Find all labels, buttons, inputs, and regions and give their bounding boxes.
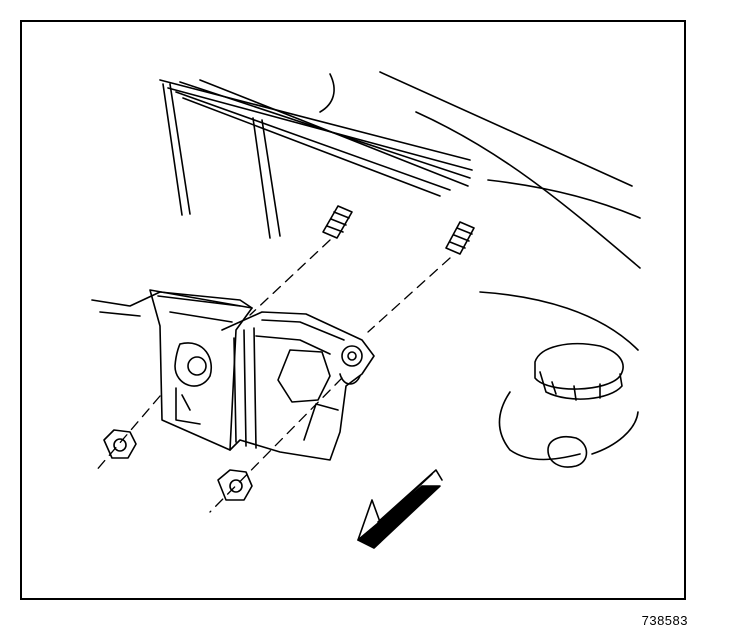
- mounting-stud-left: [322, 205, 353, 239]
- installation-guide-lines: [94, 239, 451, 513]
- mounting-nut-left: [103, 429, 137, 459]
- actuator-module: [91, 289, 375, 461]
- diagram-frame: [20, 20, 686, 600]
- mounting-stud-right: [445, 221, 475, 255]
- figure-id: 738583: [641, 613, 688, 628]
- mounting-nut-right: [217, 469, 253, 501]
- front-direction-arrow-icon: [357, 469, 443, 549]
- vehicle-frame-rails: [159, 71, 641, 351]
- reservoir-cap: [498, 342, 639, 468]
